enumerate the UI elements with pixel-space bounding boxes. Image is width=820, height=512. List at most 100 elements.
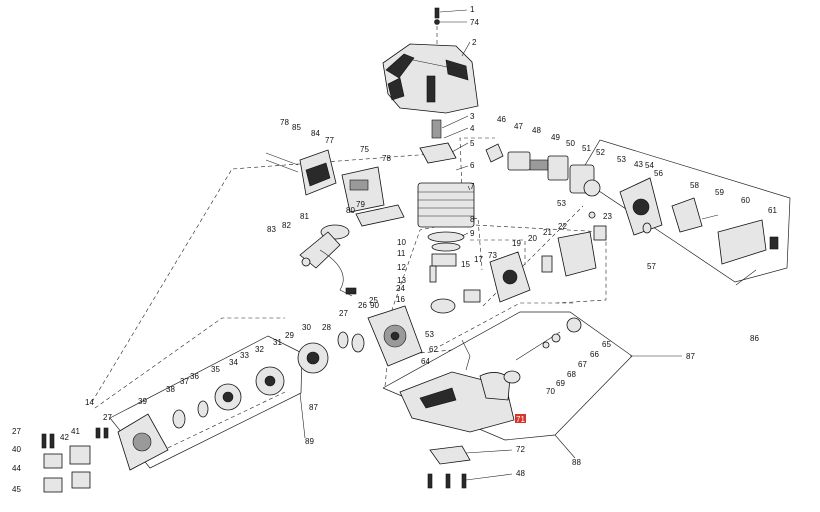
callout: 43 — [634, 160, 643, 169]
highlight-marker — [515, 414, 526, 423]
callout: 19 — [512, 239, 521, 248]
callout: 16 — [396, 295, 405, 304]
callout: 53 — [617, 155, 626, 164]
callout: 78 — [280, 118, 289, 127]
callout: 45 — [12, 485, 21, 494]
callout: 46 — [497, 115, 506, 124]
callout: 61 — [768, 206, 777, 215]
callout: 3 — [470, 112, 475, 121]
cylinder-assembly — [417, 119, 475, 283]
callout: 37 — [180, 377, 189, 386]
callout: 70 — [546, 387, 555, 396]
callout: 86 — [750, 334, 759, 343]
callout: 31 — [273, 338, 282, 347]
callout: 34 — [229, 358, 238, 367]
callout: 89 — [305, 437, 314, 446]
callout: 80 — [346, 206, 355, 215]
callout-labels: 1 74 2 3 4 5 6 7 8 9 10 11 12 13 14 15 1… — [12, 5, 777, 494]
callout: 56 — [654, 169, 663, 178]
callout: 25 — [369, 296, 378, 305]
callout: 53 — [425, 330, 434, 339]
callout: 23 — [603, 212, 612, 221]
engine-housing — [337, 305, 423, 367]
callout: 57 — [647, 262, 656, 271]
tank-bracket — [427, 445, 471, 489]
recoil-starter — [583, 177, 779, 265]
callout: 20 — [528, 234, 537, 243]
callout: 41 — [71, 427, 80, 436]
callout: 15 — [461, 260, 470, 269]
top-screws — [434, 7, 440, 46]
callout: 62 — [429, 345, 438, 354]
callout: 6 — [470, 161, 475, 170]
engine-shroud — [382, 43, 479, 114]
callout: 8 — [470, 215, 475, 224]
callout: 58 — [690, 181, 699, 190]
callout: 36 — [190, 372, 199, 381]
clutch-assembly — [117, 342, 329, 471]
throttle-lever — [299, 231, 357, 297]
callout: 73 — [488, 251, 497, 260]
callout: 59 — [715, 188, 724, 197]
callout: 64 — [421, 357, 430, 366]
callout: 7 — [470, 182, 475, 191]
callout: 12 — [397, 263, 406, 272]
callout: 2 — [472, 38, 477, 47]
callout: 87 — [309, 403, 318, 412]
callout: 27 — [103, 413, 112, 422]
callout: 49 — [551, 133, 560, 142]
callout: 65 — [602, 340, 611, 349]
callout: 54 — [645, 161, 654, 170]
callout: 60 — [741, 196, 750, 205]
callout: 48 — [516, 469, 525, 478]
callout-highlight: 71 — [516, 415, 525, 424]
callout: 27 — [12, 427, 21, 436]
callout: 75 — [360, 145, 369, 154]
callout: 51 — [582, 144, 591, 153]
callout: 44 — [12, 464, 21, 473]
callout: 10 — [397, 238, 406, 247]
callout: 39 — [138, 397, 147, 406]
carburetor-assembly — [485, 143, 595, 194]
callout: 67 — [578, 360, 587, 369]
callout: 50 — [566, 139, 575, 148]
handle-bracket-parts — [41, 427, 109, 493]
crankcase — [430, 231, 597, 314]
callout: 30 — [302, 323, 311, 332]
callout: 9 — [470, 229, 475, 238]
callout: 74 — [470, 18, 479, 27]
callout: 42 — [60, 433, 69, 442]
callout: 1 — [470, 5, 475, 14]
callout: 77 — [325, 136, 334, 145]
callout: 32 — [255, 345, 264, 354]
fuel-tank — [399, 317, 582, 433]
callout: 66 — [590, 350, 599, 359]
callout: 4 — [470, 124, 475, 133]
callout: 53 — [557, 199, 566, 208]
callout: 85 — [292, 123, 301, 132]
leader-lines — [299, 9, 757, 481]
callout: 81 — [300, 212, 309, 221]
callout: 22 — [558, 222, 567, 231]
callout: 11 — [397, 249, 406, 258]
air-filter-assembly — [265, 149, 405, 240]
callout: 47 — [514, 122, 523, 131]
callout: 24 — [396, 284, 405, 293]
callout: 33 — [240, 351, 249, 360]
callout: 84 — [311, 129, 320, 138]
callout: 38 — [166, 385, 175, 394]
callout: 88 — [572, 458, 581, 467]
callout: 26 — [358, 301, 367, 310]
callout: 79 — [356, 200, 365, 209]
callout: 40 — [12, 445, 21, 454]
callout: 68 — [567, 370, 576, 379]
callout: 13 — [397, 276, 406, 285]
callout: 52 — [596, 148, 605, 157]
callout: 78 — [382, 154, 391, 163]
callout: 5 — [470, 139, 475, 148]
callout: 72 — [516, 445, 525, 454]
callout: 35 — [211, 365, 220, 374]
callout: 82 — [282, 221, 291, 230]
callout: 87 — [686, 352, 695, 361]
